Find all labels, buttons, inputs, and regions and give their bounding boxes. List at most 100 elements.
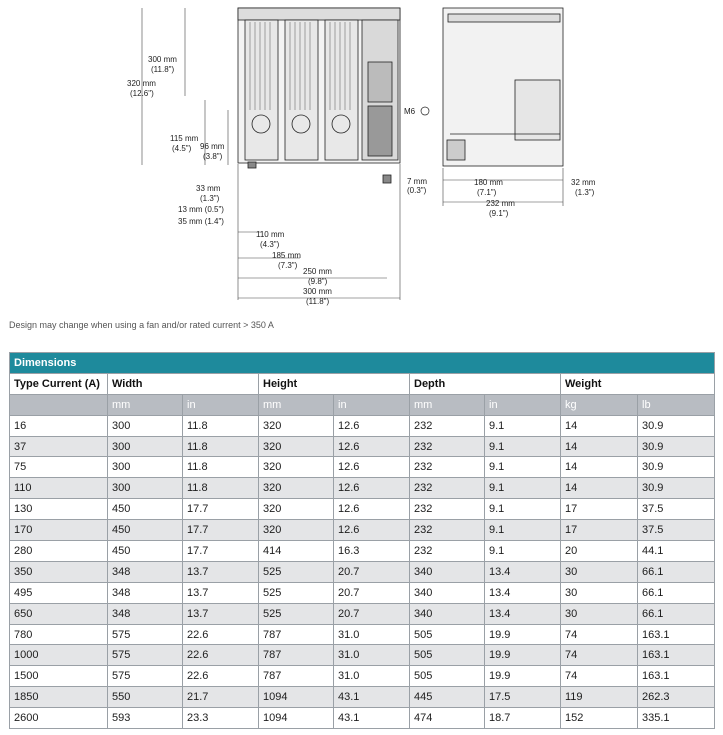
dim-label: 32 mm [571, 178, 596, 187]
table-cell: 300 [107, 477, 183, 500]
table-cell: 30 [560, 581, 638, 604]
table-cell: 14 [560, 477, 638, 500]
table-cell: 9.1 [484, 414, 561, 437]
table-cell: 232 [409, 498, 485, 521]
table-cell: 450 [107, 498, 183, 521]
table-cell: 593 [107, 707, 183, 730]
design-note: Design may change when using a fan and/o… [9, 320, 274, 330]
header-width: Width [107, 372, 259, 395]
dimension-lines [141, 8, 564, 300]
table-cell: 75 [9, 456, 108, 479]
table-cell: 280 [9, 540, 108, 562]
table-cell: 300 [107, 435, 183, 458]
table-cell: 74 [560, 623, 638, 646]
dim-label: 250 mm [303, 267, 332, 276]
table-cell: 1850 [9, 686, 108, 709]
table-cell: 550 [107, 686, 183, 709]
table-cell: 163.1 [636, 644, 716, 667]
table-cell: 12.6 [333, 435, 410, 458]
table-cell: 13.4 [484, 602, 561, 625]
table-cell: 1500 [9, 665, 108, 688]
table-cell: 340 [409, 602, 485, 625]
table-cell: 30.9 [636, 435, 716, 458]
table-cell: 232 [409, 456, 485, 479]
table-cell: 9.1 [484, 498, 561, 521]
table-cell: 37.5 [636, 498, 716, 521]
table-cell: 30.9 [636, 414, 716, 437]
table-cell: 9.1 [484, 519, 561, 542]
table-cell: 9.1 [484, 540, 561, 562]
dim-label: (7.3") [278, 261, 298, 270]
table-cell: 30 [560, 602, 638, 625]
dim-label: 232 mm [486, 199, 515, 208]
table-cell: 13.4 [484, 581, 561, 604]
table-cell: 16.3 [333, 540, 410, 562]
table-cell: 17.7 [182, 498, 259, 521]
table-cell: 31.0 [333, 644, 410, 667]
table-cell: 17.7 [182, 519, 259, 542]
table-cell: 232 [409, 519, 485, 542]
table-cell: 787 [258, 665, 334, 688]
m6-label: M6 [404, 107, 416, 116]
table-cell: 495 [9, 581, 108, 604]
table-cell: 232 [409, 414, 485, 437]
table-cell: 20.7 [333, 560, 410, 583]
table-cell: 31.0 [333, 665, 410, 688]
dim-label: (12.6") [130, 89, 154, 98]
dim-label: 115 mm [170, 134, 199, 143]
table-cell: 13.4 [484, 560, 561, 583]
dim-label: (9.8") [308, 277, 328, 286]
dim-label: 300 mm [148, 55, 177, 64]
dim-label: (11.8") [151, 65, 174, 74]
table-cell: 320 [258, 435, 334, 458]
table-cell: 335.1 [636, 707, 716, 730]
table-cell: 320 [258, 414, 334, 437]
table-cell: 119 [560, 686, 638, 709]
dim-label: 35 mm (1.4") [178, 217, 224, 226]
table-cell: 13.7 [182, 581, 259, 604]
table-cell: 474 [409, 707, 485, 730]
ground-icon [420, 106, 430, 116]
table-cell: 23.3 [182, 707, 259, 730]
table-cell: 16 [9, 414, 108, 437]
table-cell: 110 [9, 477, 108, 500]
table-cell: 650 [9, 602, 108, 625]
dim-label: (3.8") [203, 152, 223, 161]
table-cell: 505 [409, 644, 485, 667]
dim-label: 110 mm [256, 230, 285, 239]
table-cell: 780 [9, 623, 108, 646]
table-cell: 21.7 [182, 686, 259, 709]
table-cell: 43.1 [333, 707, 410, 730]
unit-cell: kg [560, 393, 638, 416]
table-cell: 450 [107, 519, 183, 542]
table-cell: 575 [107, 644, 183, 667]
unit-cell: mm [409, 393, 485, 416]
header-depth: Depth [409, 372, 561, 395]
table-cell: 505 [409, 665, 485, 688]
table-cell: 575 [107, 665, 183, 688]
table-cell: 525 [258, 602, 334, 625]
table-title: Dimensions [8, 352, 716, 374]
table-cell: 30.9 [636, 456, 716, 479]
table-cell: 232 [409, 477, 485, 500]
dim-label: (11.8") [306, 297, 329, 306]
table-cell: 12.6 [333, 414, 410, 437]
table-cell: 17.7 [182, 540, 259, 562]
dim-label: 185 mm [272, 251, 301, 260]
table-cell: 66.1 [636, 581, 716, 604]
table-cell: 525 [258, 581, 334, 604]
table-cell: 43.1 [333, 686, 410, 709]
table-cell: 30 [560, 560, 638, 583]
dim-label: 33 mm [196, 184, 221, 193]
dim-label: (1.3") [575, 188, 595, 197]
table-cell: 11.8 [182, 477, 259, 500]
dim-label: (7.1") [477, 188, 497, 197]
table-cell: 11.8 [182, 414, 259, 437]
table-cell: 348 [107, 602, 183, 625]
